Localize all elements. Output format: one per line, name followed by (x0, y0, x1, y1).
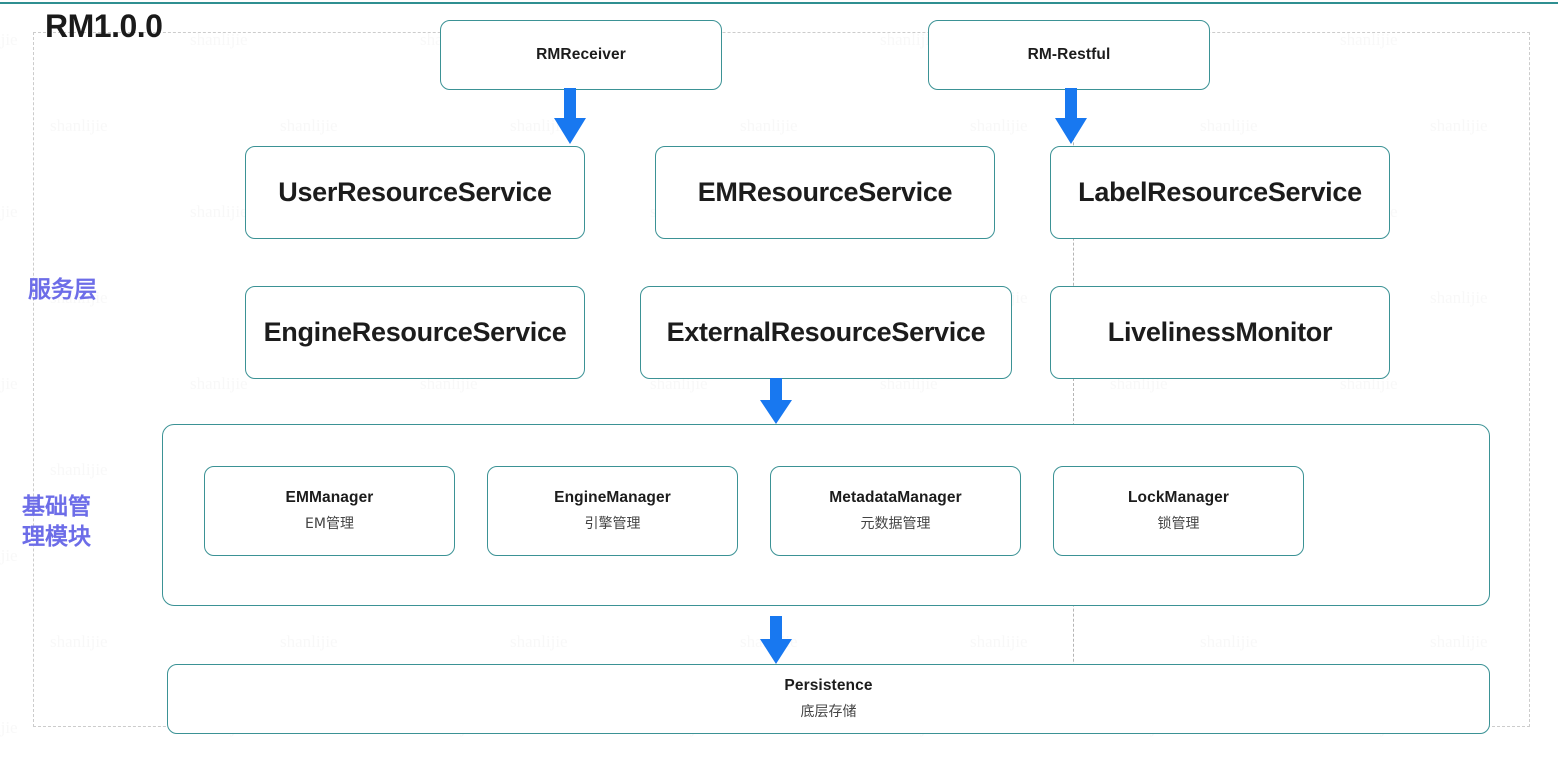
top-divider-rule (0, 2, 1558, 4)
vertical-dashed-divider (1073, 32, 1074, 727)
node-label: EMResourceService (697, 177, 953, 207)
node-label: EngineManager (554, 489, 671, 506)
node-rm-restful[interactable]: RM-Restful (928, 20, 1210, 90)
node-em-manager[interactable]: EMManager EM管理 (204, 466, 455, 556)
arrow-rmrestful-to-labelservice (1055, 88, 1087, 144)
arrow-rmreceiver-to-userservice (554, 88, 586, 144)
node-sublabel: EM管理 (305, 516, 354, 532)
node-em-resource-service[interactable]: EMResourceService (655, 146, 995, 239)
node-label: LivelinessMonitor (1107, 317, 1333, 347)
node-label: EMManager (285, 489, 374, 506)
layer-label-service: 服务层 (28, 277, 97, 302)
watermark-text: shanlijie (0, 30, 18, 49)
arrow-external-to-basemanagement (760, 378, 792, 424)
node-sublabel: 引擎管理 (584, 516, 641, 532)
page-title: RM1.0.0 (45, 8, 163, 44)
node-label: Persistence (784, 677, 873, 694)
node-lock-manager[interactable]: LockManager 锁管理 (1053, 466, 1304, 556)
node-label: LockManager (1127, 489, 1230, 506)
node-label: EngineResourceService (263, 317, 567, 347)
node-label: MetadataManager (829, 489, 962, 506)
node-liveliness-monitor[interactable]: LivelinessMonitor (1050, 286, 1390, 379)
node-rm-receiver[interactable]: RMReceiver (440, 20, 722, 90)
node-label: UserResourceService (278, 177, 552, 207)
node-label-resource-service[interactable]: LabelResourceService (1050, 146, 1390, 239)
node-engine-manager[interactable]: EngineManager 引擎管理 (487, 466, 738, 556)
watermark-text: shanlijie (0, 374, 18, 393)
node-persistence[interactable]: Persistence 底层存储 (167, 664, 1490, 734)
node-sublabel: 锁管理 (1157, 516, 1200, 532)
node-label: RM-Restful (1027, 46, 1111, 63)
node-external-resource-service[interactable]: ExternalResourceService (640, 286, 1012, 379)
layer-label-base-management: 基础管理模块 (22, 494, 91, 549)
arrow-basemanagement-to-persistence (760, 616, 792, 664)
node-label: RMReceiver (536, 46, 626, 63)
node-user-resource-service[interactable]: UserResourceService (245, 146, 585, 239)
watermark-text: shanlijie (0, 546, 18, 565)
node-metadata-manager[interactable]: MetadataManager 元数据管理 (770, 466, 1021, 556)
node-sublabel: 元数据管理 (860, 516, 931, 532)
node-engine-resource-service[interactable]: EngineResourceService (245, 286, 585, 379)
node-label: LabelResourceService (1078, 177, 1362, 207)
watermark-text: shanlijie (0, 718, 18, 737)
node-sublabel: 底层存储 (800, 704, 857, 720)
node-label: ExternalResourceService (666, 317, 986, 347)
watermark-text: shanlijie (0, 202, 18, 221)
